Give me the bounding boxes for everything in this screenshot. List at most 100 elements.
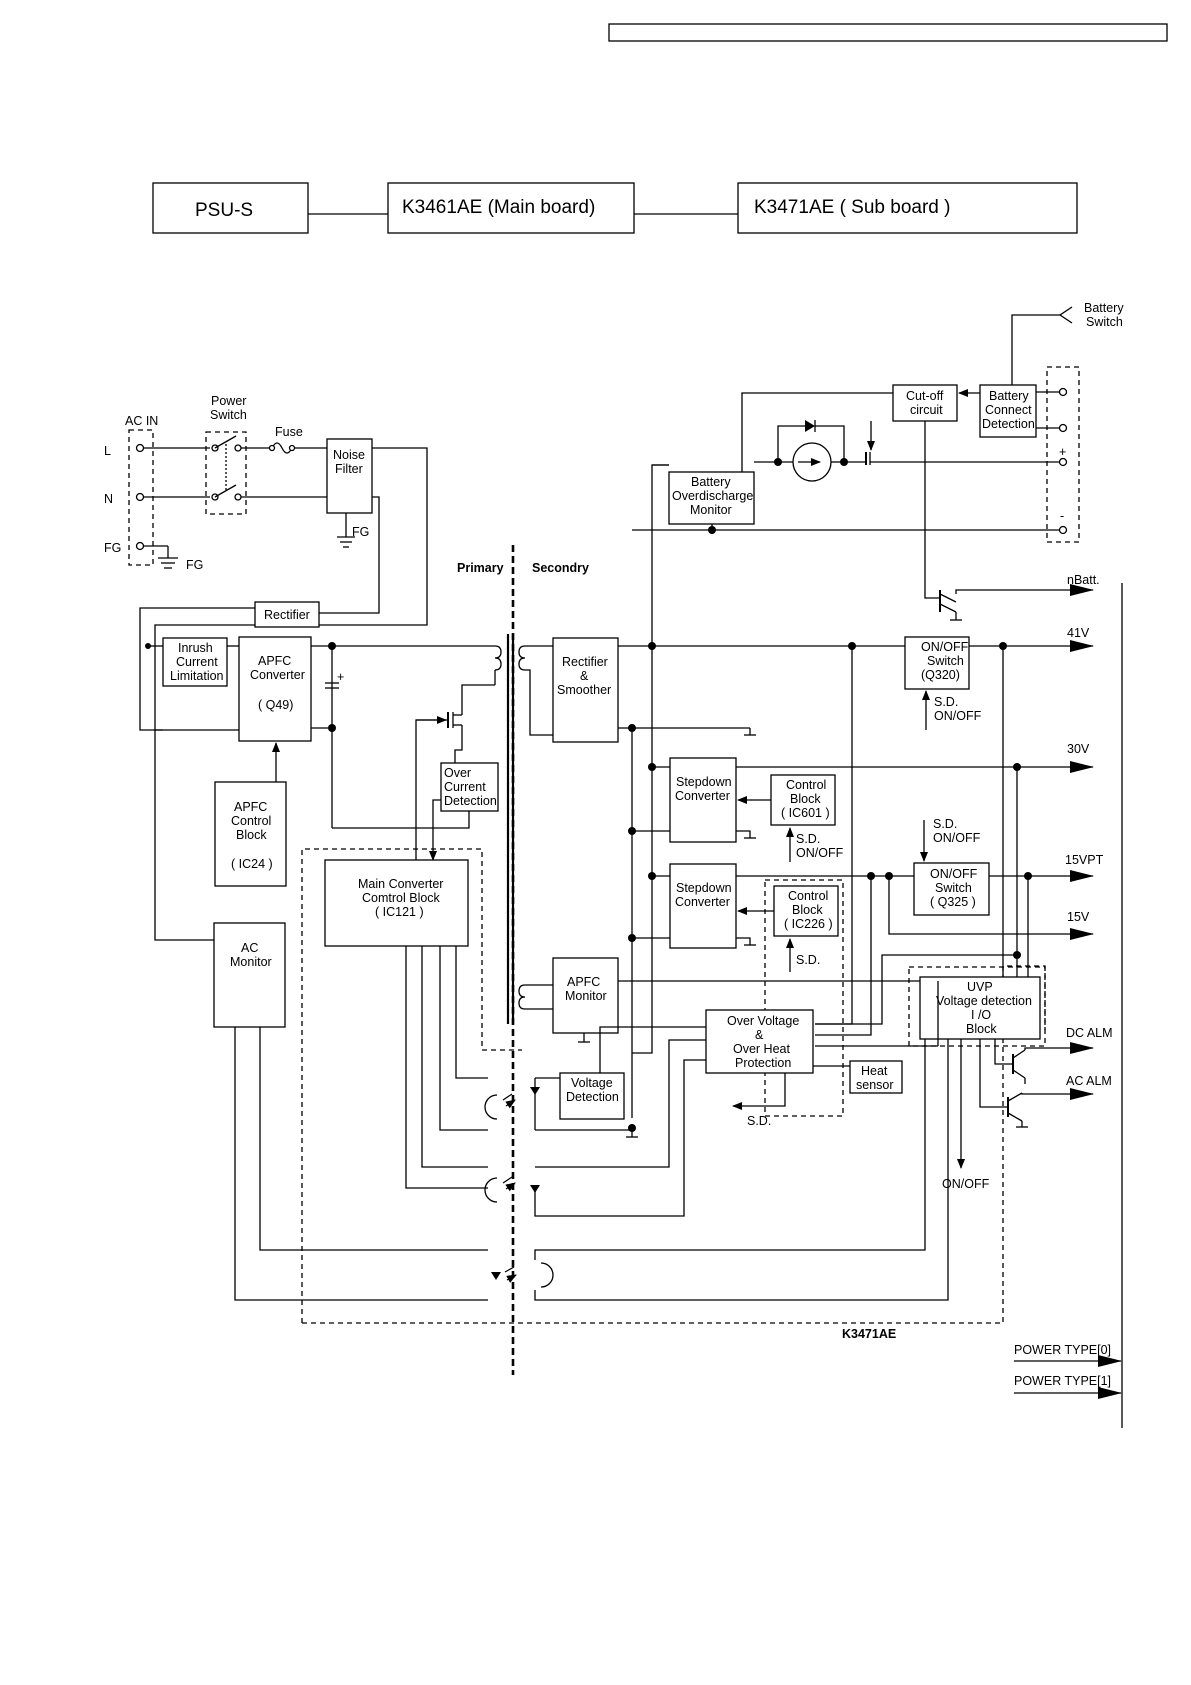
- heat-sensor-label-2: sensor: [856, 1078, 894, 1092]
- plus-label: +: [1059, 445, 1066, 459]
- stepdown1-label-2: Converter: [675, 789, 730, 803]
- over-voltage-box: [705, 1009, 814, 1074]
- sd-onoff-b-label-2: ON/OFF: [796, 846, 844, 860]
- out-15vpt-label: 15VPT: [1065, 853, 1104, 867]
- inrush-label-2: Current: [176, 655, 218, 669]
- apfc-control-label-2: Control: [231, 814, 271, 828]
- cut-off-box: [892, 384, 958, 422]
- over-voltage-label-4: Protection: [735, 1056, 791, 1070]
- battery-connect-label-3: Detection: [982, 417, 1035, 431]
- secondary-side: Rectifier & Smoother APFC Monitor Batter…: [518, 301, 1124, 1301]
- noise-filter-label-1: Noise: [333, 448, 365, 462]
- psu-s-box: [152, 182, 309, 234]
- stepdown2-label-2: Converter: [675, 895, 730, 909]
- apfc-control-label-5: ( IC24 ): [231, 857, 273, 871]
- noise-filter-box: [326, 438, 373, 514]
- rectifier-smoother-label-1: Rectifier: [562, 655, 608, 669]
- control-ic226-label-3: ( IC226 ): [784, 917, 833, 931]
- power-switch-label-1: Power: [211, 394, 246, 408]
- stepdown2-label-1: Stepdown: [676, 881, 732, 895]
- out-30v-label: 30V: [1067, 742, 1090, 756]
- battery-connect-label-2: Connect: [985, 403, 1032, 417]
- onoff-q325-label-2: Switch: [935, 881, 972, 895]
- power-type0-label: POWER TYPE[0]: [1014, 1343, 1111, 1357]
- onoff-q325-label-3: ( Q325 ): [930, 895, 976, 909]
- sd-b-label: S.D.: [747, 1114, 771, 1128]
- sd-onoff-b-label-1: S.D.: [796, 832, 820, 846]
- rectifier-primary-label: Rectifier: [264, 608, 310, 622]
- power-switch-label-2: Switch: [210, 408, 247, 422]
- over-voltage-label-1: Over Voltage: [727, 1014, 799, 1028]
- apfc-control-label-3: Block: [236, 828, 267, 842]
- apfc-converter-box: [238, 636, 312, 742]
- out-15v-label: 15V: [1067, 910, 1090, 924]
- voltage-detection-label-2: Detection: [566, 1090, 619, 1104]
- sd-onoff-c-label-2: ON/OFF: [933, 831, 981, 845]
- cut-off-label-2: circuit: [910, 403, 943, 417]
- ac-monitor-label-2: Monitor: [230, 955, 272, 969]
- control-ic226-label-1: Control: [788, 889, 828, 903]
- main-converter-label-3: ( IC121 ): [375, 905, 424, 919]
- stepdown1-label-1: Stepdown: [676, 775, 732, 789]
- onoff-q320-label-3: (Q320): [921, 668, 960, 682]
- out-41v-label: 41V: [1067, 626, 1090, 640]
- over-current-label-2: Current: [444, 780, 486, 794]
- over-current-label-1: Over: [444, 766, 471, 780]
- main-board-label: K3461AE (Main board): [402, 197, 595, 218]
- over-current-box: [440, 762, 499, 812]
- sub-board-label: K3471AE ( Sub board ): [754, 197, 950, 218]
- apfc-monitor-label-1: APFC: [567, 975, 600, 989]
- uvp-label-3: I /O: [971, 1008, 991, 1022]
- primary-label: Primary: [457, 561, 504, 575]
- on-off-label: ON/OFF: [942, 1177, 990, 1191]
- battery-overdischarge-label-2: Overdischarge: [672, 489, 753, 503]
- l-label: L: [104, 444, 111, 458]
- ac-in-label: AC IN: [125, 414, 158, 428]
- sub-board-box: [737, 182, 1078, 234]
- onoff-q320-label-1: ON/OFF: [921, 640, 969, 654]
- battery-switch-label-2: Switch: [1086, 315, 1123, 329]
- rectifier-smoother-box: [552, 637, 619, 743]
- battery-overdischarge-label-3: Monitor: [690, 503, 732, 517]
- power-type1-label: POWER TYPE[1]: [1014, 1374, 1111, 1388]
- ac-input-section: AC IN L N FG FG Power Switch Fuse N: [104, 394, 428, 731]
- voltage-detection-label-1: Voltage: [571, 1076, 613, 1090]
- apfc-control-box: [214, 781, 287, 887]
- inrush-label-3: Limitation: [170, 669, 224, 683]
- onoff-q325-label-1: ON/OFF: [930, 867, 978, 881]
- apfc-converter-label-2: Converter: [250, 668, 305, 682]
- out-acalm-label: AC ALM: [1066, 1074, 1112, 1088]
- minus-label: -: [1060, 509, 1064, 523]
- psu-s-label: PSU-S: [195, 200, 253, 221]
- main-board-box: [387, 182, 635, 234]
- sd-a-label: S.D.: [796, 953, 820, 967]
- sd-onoff-a-label-1: S.D.: [934, 695, 958, 709]
- noise-filter-label-2: Filter: [335, 462, 363, 476]
- main-converter-box: [324, 859, 469, 947]
- sd-onoff-a-label-2: ON/OFF: [934, 709, 982, 723]
- battery-overdischarge-box: [668, 471, 755, 525]
- main-converter-label-2: Comtrol Block: [362, 891, 441, 905]
- stepdown2-box: [669, 863, 737, 949]
- fuse-label: Fuse: [275, 425, 303, 439]
- top-header-bar: [608, 23, 1168, 42]
- apfc-monitor-box: [552, 957, 619, 1034]
- heat-sensor-label-1: Heat: [861, 1064, 888, 1078]
- out-dcalm-label: DC ALM: [1066, 1026, 1113, 1040]
- uvp-label-4: Block: [966, 1022, 997, 1036]
- heat-sensor-box: [849, 1060, 903, 1094]
- battery-overdischarge-label-1: Battery: [691, 475, 731, 489]
- fg-label: FG: [104, 541, 121, 555]
- battery-connect-label-1: Battery: [989, 389, 1029, 403]
- over-voltage-label-3: Over Heat: [733, 1042, 790, 1056]
- onoff-q320-box: [904, 636, 970, 690]
- cut-off-label-1: Cut-off: [906, 389, 944, 403]
- apfc-converter-label-4: ( Q49): [258, 698, 293, 712]
- inrush-box: [162, 637, 228, 687]
- control-ic226-label-2: Block: [792, 903, 823, 917]
- control-ic226-box: [773, 885, 839, 937]
- battery-switch-label-1: Battery: [1084, 301, 1124, 315]
- secondary-label: Secondry: [532, 561, 589, 575]
- sd-onoff-c-label-1: S.D.: [933, 817, 957, 831]
